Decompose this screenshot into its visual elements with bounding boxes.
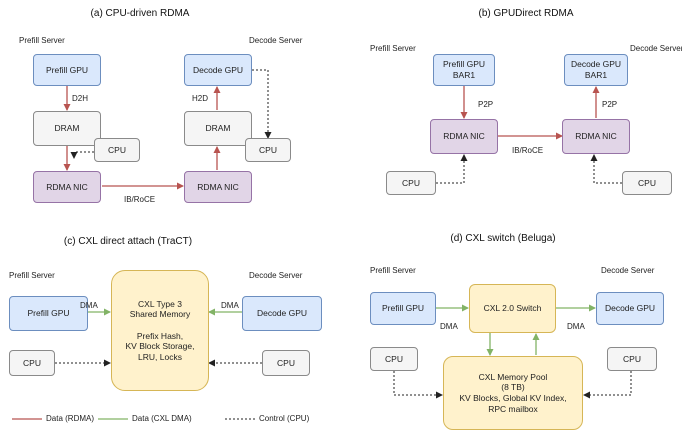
panel-c-decode-server-label: Decode Server	[249, 271, 303, 280]
d-dma-left-label: DMA	[440, 322, 458, 331]
d-prefill-gpu: Prefill GPU	[370, 292, 436, 325]
panel-a-decode-server-label: Decode Server	[249, 36, 303, 45]
d-cxl-memory-pool: CXL Memory Pool (8 TB) KV Blocks, Global…	[443, 356, 583, 430]
legend-control-label: Control (CPU)	[259, 414, 310, 423]
b-p2p-right-label: P2P	[602, 100, 618, 109]
a-cpu-right: CPU	[245, 138, 291, 162]
panel-d-decode-server-label: Decode Server	[601, 266, 655, 275]
panel-c-title: (c) CXL direct attach (TraCT)	[63, 236, 193, 247]
d-decode-gpu: Decode GPU	[596, 292, 664, 325]
legend-rdma-label: Data (RDMA)	[46, 414, 95, 423]
a-rdma-nic-right: RDMA NIC	[184, 171, 252, 203]
b-ib-roce-label: IB/RoCE	[512, 146, 544, 155]
c-dma-left-label: DMA	[80, 301, 98, 310]
d-cpu-left: CPU	[370, 347, 418, 371]
a-cpu-control-left	[70, 151, 94, 159]
a-prefill-gpu: Prefill GPU	[33, 54, 101, 86]
panel-b-prefill-server-label: Prefill Server	[370, 44, 416, 53]
c-cpu-left: CPU	[9, 350, 55, 376]
panel-b-title: (b) GPUDirect RDMA	[478, 8, 574, 19]
a-cpu-left: CPU	[94, 138, 140, 162]
c-prefill-gpu: Prefill GPU	[9, 296, 88, 331]
c-dma-right-label: DMA	[221, 301, 239, 310]
d-cxl-2-switch: CXL 2.0 Switch	[469, 284, 556, 333]
b-prefill-gpu-bar1: Prefill GPU BAR1	[433, 54, 495, 86]
d-dma-right-label: DMA	[567, 322, 585, 331]
legend-cxl-label: Data (CXL DMA)	[132, 414, 192, 423]
b-rdma-nic-right: RDMA NIC	[562, 119, 630, 154]
c-cxl-type3-shared-memory: CXL Type 3 Shared Memory Prefix Hash, KV…	[111, 270, 209, 391]
panel-a-title: (a) CPU-driven RDMA	[90, 8, 190, 19]
a-h2d-label: H2D	[192, 94, 209, 103]
panel-d-prefill-server-label: Prefill Server	[370, 266, 416, 275]
d-cpu-right: CPU	[607, 347, 657, 371]
b-rdma-nic-left: RDMA NIC	[430, 119, 498, 154]
b-p2p-left-label: P2P	[478, 100, 494, 109]
a-dram-right: DRAM	[184, 111, 252, 146]
b-decode-gpu-bar1: Decode GPU BAR1	[564, 54, 628, 86]
b-cpu-control-left	[436, 154, 468, 184]
panel-b-decode-server-label: Decode Server	[630, 44, 682, 53]
c-cpu-right: CPU	[262, 350, 310, 376]
d-cpu-control-right	[583, 371, 632, 399]
b-cpu-left: CPU	[386, 171, 436, 195]
panel-d-title: (d) CXL switch (Beluga)	[450, 233, 556, 244]
a-ib-roce-label: IB/RoCE	[124, 195, 156, 204]
b-cpu-control-right	[590, 154, 622, 184]
b-cpu-right: CPU	[622, 171, 672, 195]
a-rdma-nic-left: RDMA NIC	[33, 171, 101, 203]
panel-a-prefill-server-label: Prefill Server	[19, 36, 65, 45]
a-cpu-control-right	[252, 69, 272, 139]
c-decode-gpu: Decode GPU	[242, 296, 322, 331]
a-dram-left: DRAM	[33, 111, 101, 146]
a-d2h-label: D2H	[72, 94, 89, 103]
panel-c-prefill-server-label: Prefill Server	[9, 271, 55, 280]
a-decode-gpu: Decode GPU	[184, 54, 252, 86]
d-cpu-control-left	[393, 371, 443, 399]
